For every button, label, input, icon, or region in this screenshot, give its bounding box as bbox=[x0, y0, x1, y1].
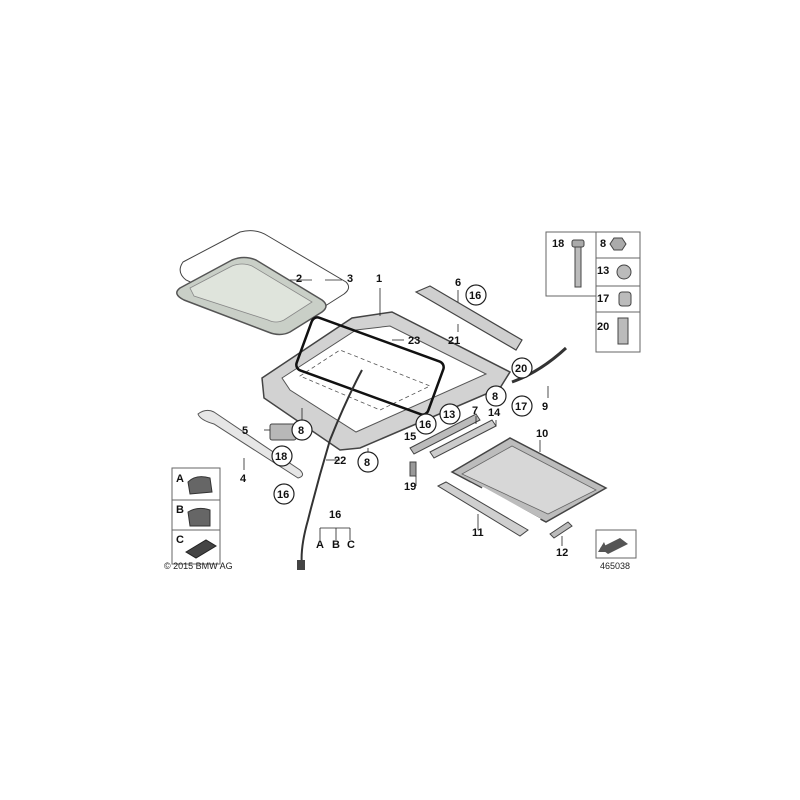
variant-panel: A B C bbox=[171, 467, 221, 565]
label-11: 11 bbox=[472, 527, 484, 539]
label-18: 18 bbox=[275, 451, 287, 463]
sunroof-frame bbox=[261, 311, 512, 451]
label-16b: 16 bbox=[419, 419, 431, 431]
label-15: 15 bbox=[404, 431, 416, 443]
svg-text:B: B bbox=[176, 504, 184, 516]
guide-rails bbox=[409, 413, 497, 477]
svg-text:A: A bbox=[176, 473, 184, 485]
label-17: 17 bbox=[515, 401, 527, 413]
label-9: 9 bbox=[542, 401, 548, 413]
group-16-abc: 16 A B C bbox=[316, 509, 355, 551]
svg-text:A: A bbox=[316, 539, 324, 551]
glass-panel bbox=[176, 256, 327, 336]
label-12: 12 bbox=[556, 547, 568, 559]
svg-text:C: C bbox=[176, 534, 184, 546]
fastener-panel: 18 8 13 17 20 bbox=[545, 231, 641, 353]
wind-deflector bbox=[414, 285, 523, 351]
label-8a: 8 bbox=[298, 425, 304, 437]
label-20: 20 bbox=[515, 363, 527, 375]
svg-text:17: 17 bbox=[597, 293, 609, 305]
svg-text:20: 20 bbox=[597, 321, 609, 333]
label-8b: 8 bbox=[364, 457, 370, 469]
label-8c: 8 bbox=[492, 391, 498, 403]
svg-text:18: 18 bbox=[552, 238, 564, 250]
circled-labels bbox=[271, 284, 533, 505]
label-4: 4 bbox=[240, 473, 247, 485]
label-13: 13 bbox=[443, 409, 455, 421]
diagram-number: 465038 bbox=[600, 561, 630, 571]
drain-hose-9 bbox=[511, 346, 568, 384]
svg-text:C: C bbox=[347, 539, 355, 551]
leader-lines bbox=[243, 279, 563, 546]
sunblind bbox=[450, 437, 608, 528]
svg-text:8: 8 bbox=[600, 238, 606, 250]
label-21: 21 bbox=[448, 335, 460, 347]
rail-12 bbox=[549, 521, 573, 539]
label-16c: 16 bbox=[277, 489, 289, 501]
svg-text:16: 16 bbox=[329, 509, 341, 521]
copyright: © 2015 BMW AG bbox=[164, 561, 233, 571]
label-10: 10 bbox=[536, 428, 548, 440]
label-2: 2 bbox=[296, 273, 302, 285]
label-7: 7 bbox=[472, 405, 478, 417]
rail-11 bbox=[436, 481, 529, 537]
label-22: 22 bbox=[334, 455, 346, 467]
label-16a: 16 bbox=[469, 290, 481, 302]
label-23: 23 bbox=[408, 335, 420, 347]
svg-text:B: B bbox=[332, 539, 340, 551]
orientation-arrow-icon bbox=[595, 529, 637, 559]
label-19: 19 bbox=[404, 481, 416, 493]
label-6: 6 bbox=[455, 277, 461, 289]
label-5: 5 bbox=[242, 425, 248, 437]
drain-hose-22 bbox=[297, 369, 363, 570]
label-3: 3 bbox=[347, 273, 353, 285]
label-1: 1 bbox=[376, 273, 382, 285]
svg-text:13: 13 bbox=[597, 265, 609, 277]
label-14: 14 bbox=[488, 407, 501, 419]
